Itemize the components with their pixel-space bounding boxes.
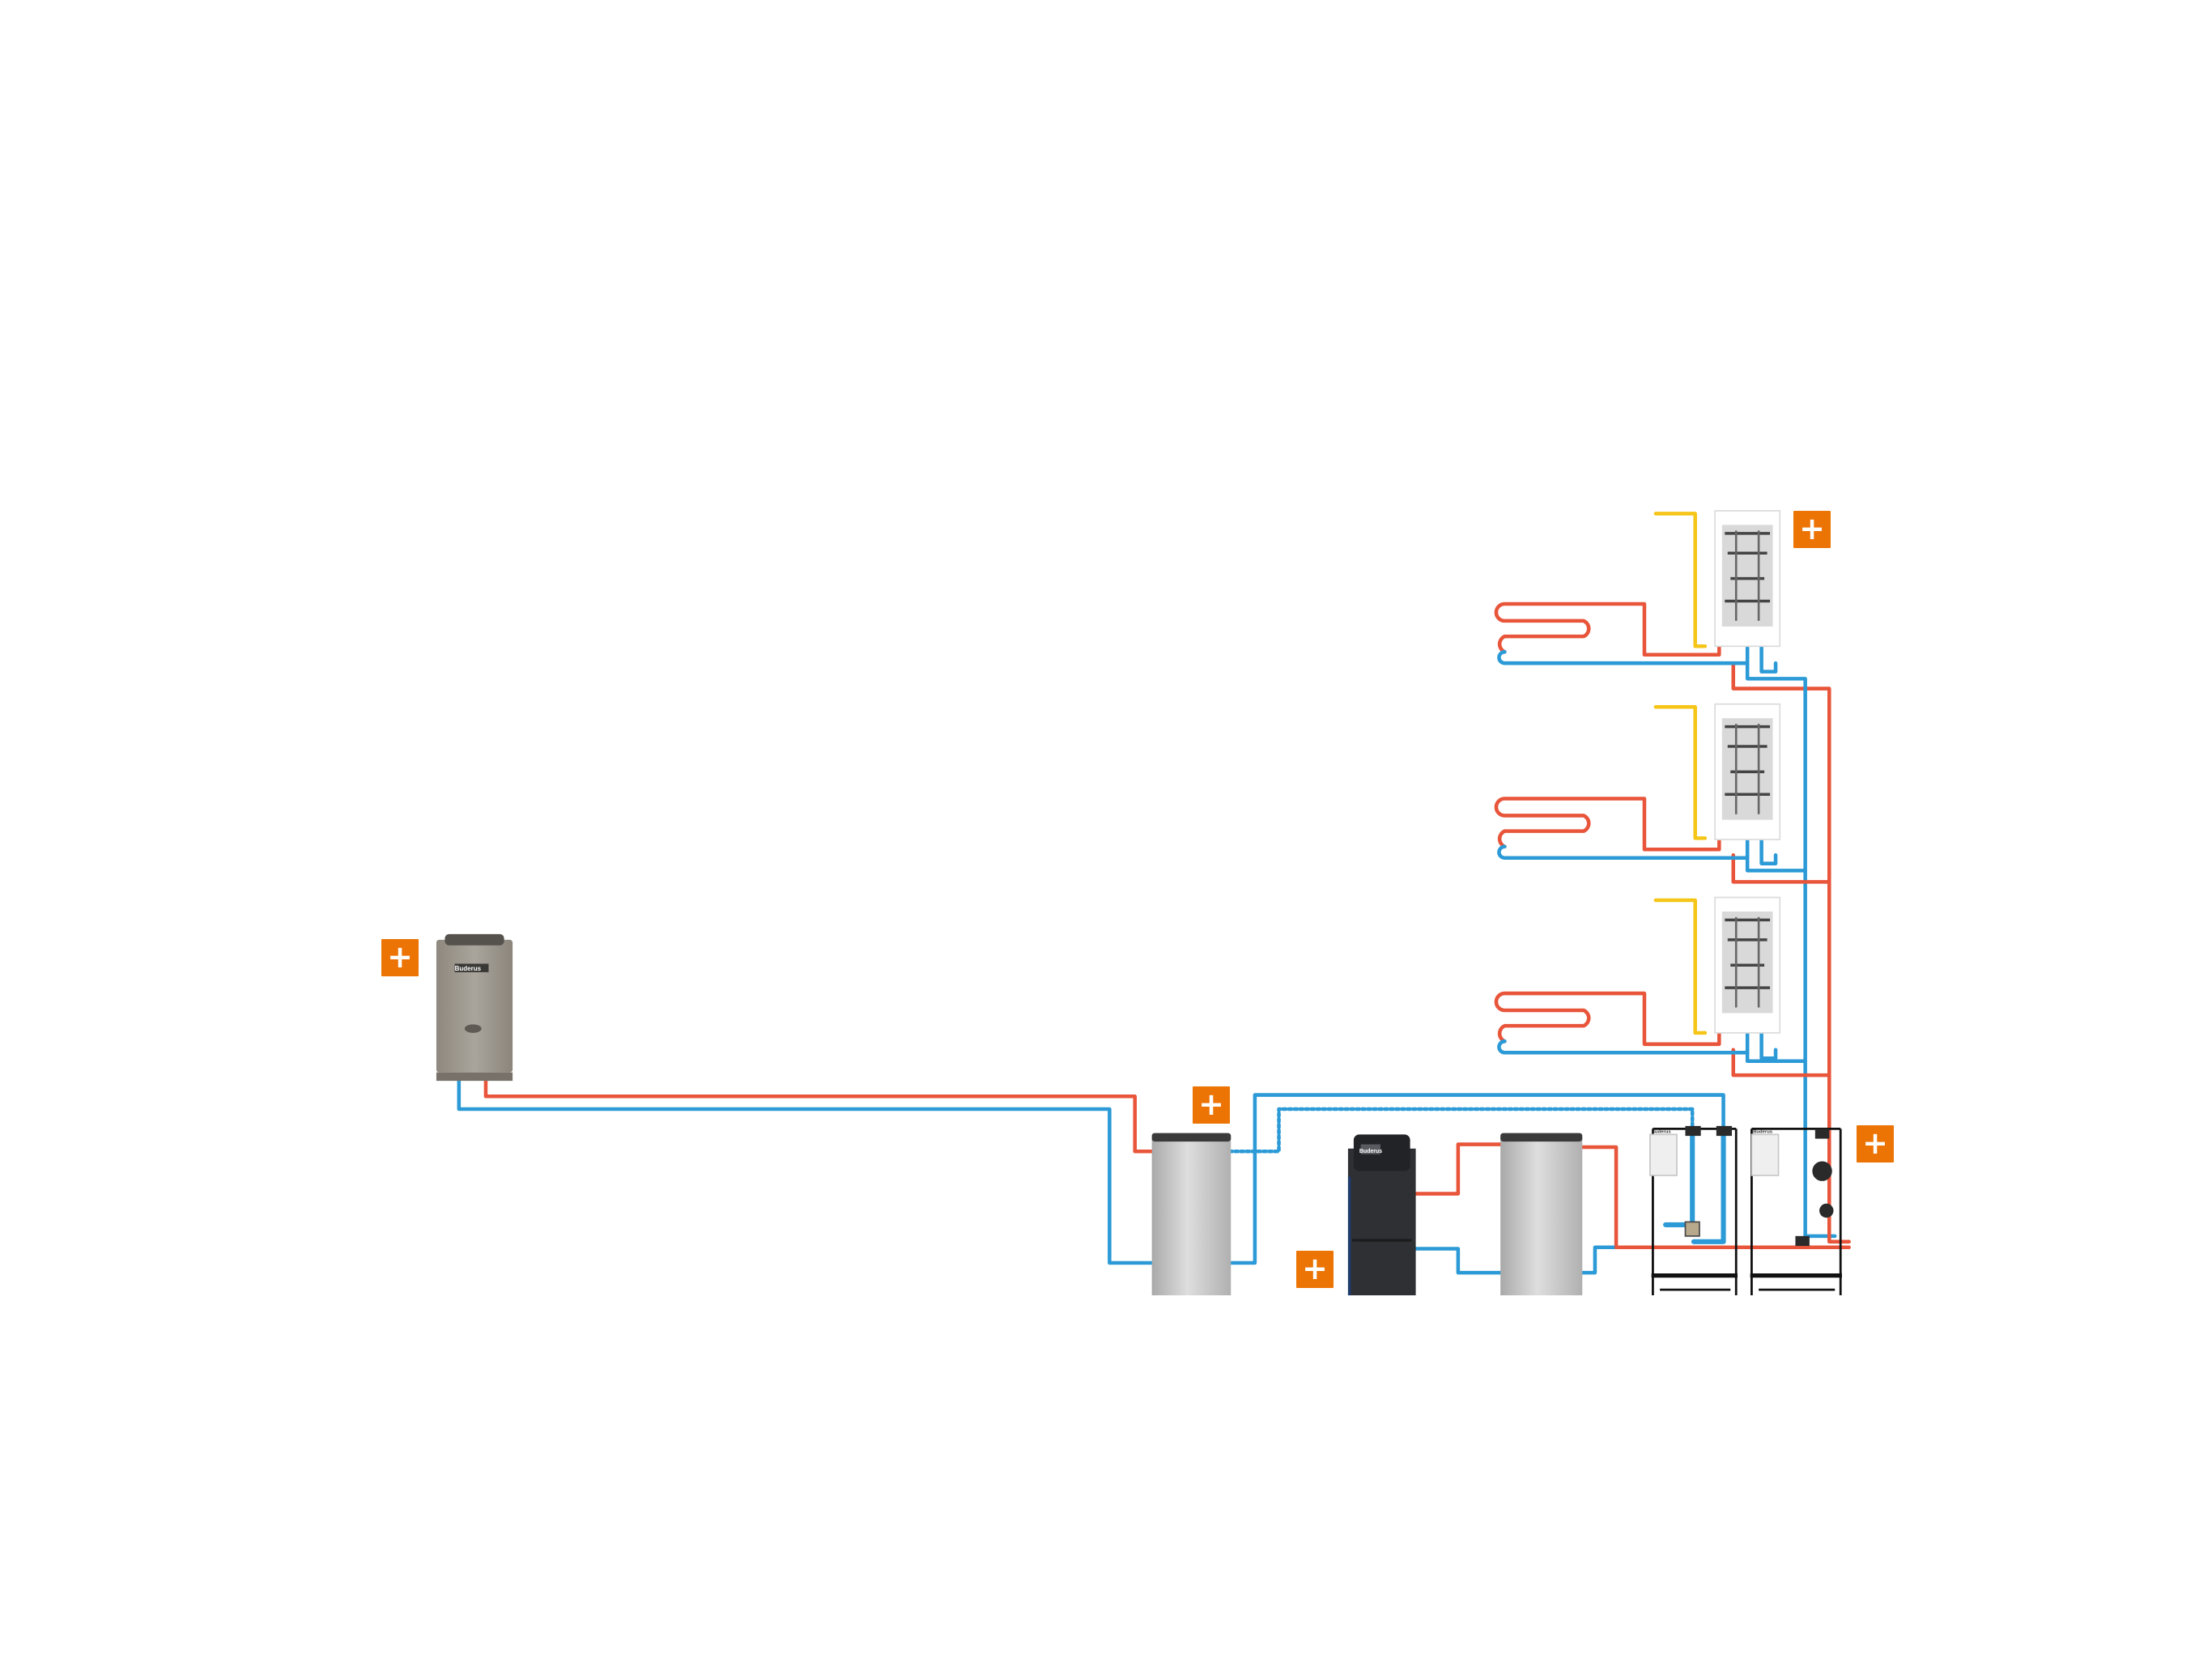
hydraulic-station	[1649, 1125, 1842, 1296]
supply-pipe-heatpump	[483, 1073, 1157, 1154]
supply-pipe-buffer	[1227, 1107, 1695, 1154]
flat-station-2	[1714, 703, 1781, 840]
return-pipe-heatpump	[457, 1073, 1157, 1265]
supply-branch-3	[1731, 1048, 1831, 1078]
add-buffer-tank-button[interactable]: +	[1193, 1086, 1230, 1124]
flat-station-1	[1714, 510, 1781, 648]
floor-loop-supply-3	[1494, 991, 1721, 1047]
water-pipe-3	[1653, 898, 1708, 1035]
floor-loop-supply-1	[1494, 601, 1721, 657]
dhw-tank	[1500, 1133, 1583, 1296]
buffer-tank	[1151, 1133, 1231, 1296]
water-pipe-2	[1653, 704, 1708, 840]
add-hydraulic-station-button[interactable]: +	[1857, 1125, 1894, 1163]
return-branch-2	[1745, 852, 1807, 873]
add-flat-station-button[interactable]: +	[1793, 511, 1831, 548]
supply-branch-2	[1731, 852, 1831, 884]
station-return-3	[1759, 1031, 1778, 1061]
station-brand-right: Buderus	[1753, 1130, 1773, 1135]
supply-riser	[1731, 661, 1831, 1131]
return-pipe-dhw	[1579, 1245, 1647, 1275]
add-boiler-button[interactable]: +	[1296, 1251, 1334, 1288]
flat-station-3	[1714, 896, 1781, 1034]
station-return-2	[1759, 836, 1778, 865]
return-pipe-boiler	[1412, 1247, 1505, 1275]
heat-pump-brand: Buderus	[455, 965, 482, 972]
water-pipe-1	[1653, 512, 1708, 648]
floor-loop-return-2	[1497, 836, 1750, 860]
station-return-1	[1759, 644, 1778, 674]
add-heat-pump-button[interactable]: +	[381, 939, 419, 976]
boiler-brand: Buderus	[1359, 1149, 1382, 1154]
boiler-unit	[1347, 1134, 1416, 1296]
floor-loop-supply-2	[1494, 797, 1721, 852]
floor-loop-return-1	[1497, 644, 1750, 665]
heat-pump-unit	[436, 933, 513, 1082]
supply-pipe-dhw	[1579, 1145, 1647, 1250]
station-brand-left: Buderus	[1652, 1130, 1672, 1135]
supply-pipe-boiler	[1412, 1142, 1505, 1196]
floor-loop-return-3	[1497, 1031, 1750, 1055]
return-pipe-buffer	[1227, 1093, 1725, 1265]
